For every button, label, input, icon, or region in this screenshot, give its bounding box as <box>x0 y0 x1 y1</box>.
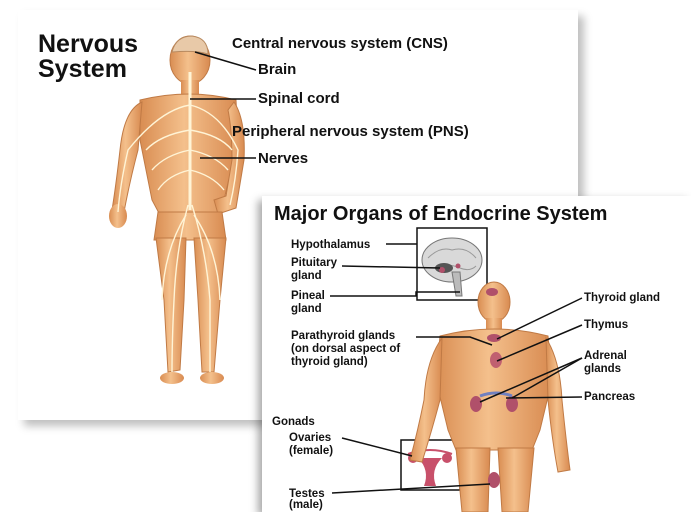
pancreas-label: Pancreas <box>584 391 635 403</box>
testes-label-2: (male) <box>289 499 323 511</box>
pineal-label-1: Pineal <box>291 290 325 302</box>
parathyroid-label-1: Parathyroid glands <box>291 330 395 342</box>
pineal-label-2: gland <box>291 303 322 315</box>
left-adrenal-kidney <box>470 396 482 412</box>
adrenal-label-1: Adrenal <box>584 350 627 362</box>
testes-shape <box>488 472 500 488</box>
ovaries-label-2: (female) <box>289 445 333 457</box>
ovaries-label-1: Ovaries <box>289 432 331 444</box>
adrenal-label-2: glands <box>584 363 621 375</box>
gonads-label: Gonads <box>272 416 315 428</box>
thymus-label: Thymus <box>584 319 628 331</box>
parathyroid-label-3: thyroid gland) <box>291 356 368 368</box>
hypothalamus-label: Hypothalamus <box>291 239 370 251</box>
endocrine-title: Major Organs of Endocrine System <box>274 204 607 225</box>
pituitary-label-2: gland <box>291 270 322 282</box>
pituitary-label-1: Pituitary <box>291 257 337 269</box>
parathyroid-label-2: (on dorsal aspect of <box>291 343 400 355</box>
pineal-gland-shape <box>486 288 498 296</box>
thyroid-label: Thyroid gland <box>584 292 660 304</box>
